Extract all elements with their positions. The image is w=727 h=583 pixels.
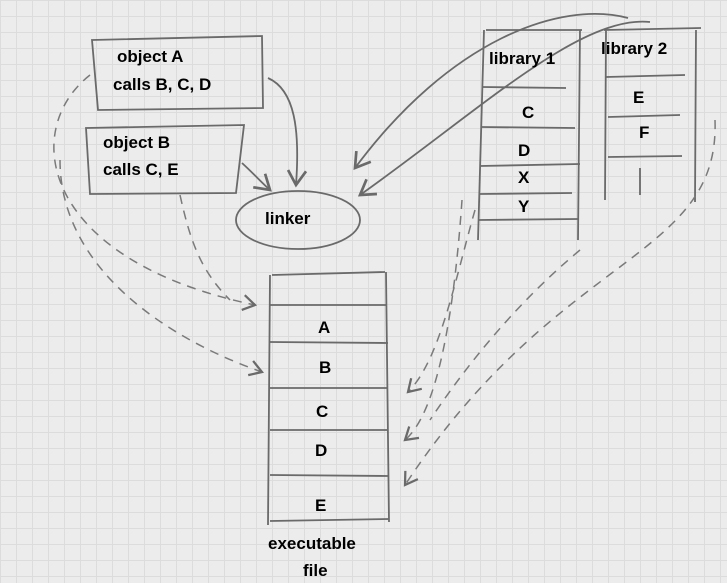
dashed-arrow-library-1-to-exe-d (403, 199, 463, 442)
executable-box (267, 271, 390, 526)
library-2-title: library 2 (601, 39, 668, 58)
dashed-arrow-library-2-to-exe-e (403, 119, 716, 487)
library-2-box (603, 27, 702, 203)
library-1-entry: C (522, 103, 535, 122)
arrow-library-2-to-linker (357, 20, 651, 197)
object-a-box (91, 35, 264, 111)
linker-label: linker (265, 209, 311, 228)
arrow-object-b-to-linker (241, 162, 272, 192)
dashed-arrow-object-a-to-exe-b (59, 159, 265, 377)
object-b-calls: calls C, E (103, 160, 179, 179)
executable-entry: A (318, 318, 331, 337)
library-1-box (477, 29, 582, 241)
executable-label: executable (268, 534, 356, 553)
object-a-calls: calls B, C, D (113, 75, 212, 94)
dashed-arrow-library-1-to-exe-c (406, 209, 476, 394)
executable-entry: B (319, 358, 332, 377)
dashed-arrow-object-a-to-exe-a (53, 74, 258, 311)
object-a-title: object A (117, 47, 184, 66)
executable-entry: C (316, 402, 329, 421)
executable-entry: E (315, 496, 327, 515)
executable-label-file: file (303, 561, 328, 580)
library-1-title: library 1 (489, 49, 556, 68)
library-1-entry: Y (518, 197, 530, 216)
library-1-entry: D (518, 141, 531, 160)
library-2-entry: E (633, 88, 645, 107)
object-b-title: object B (103, 133, 171, 152)
linker-ellipse (235, 190, 361, 250)
library-1-entry: X (518, 168, 530, 187)
library-2-entry: F (639, 123, 650, 142)
dashed-arrow-object-b (179, 194, 231, 301)
object-b-box (85, 124, 246, 195)
arrow-library-1-to-linker (353, 13, 629, 171)
executable-entry: D (315, 441, 328, 460)
arrow-object-a-to-linker (267, 77, 308, 188)
dashed-arrow-library-2-curve (429, 249, 581, 421)
